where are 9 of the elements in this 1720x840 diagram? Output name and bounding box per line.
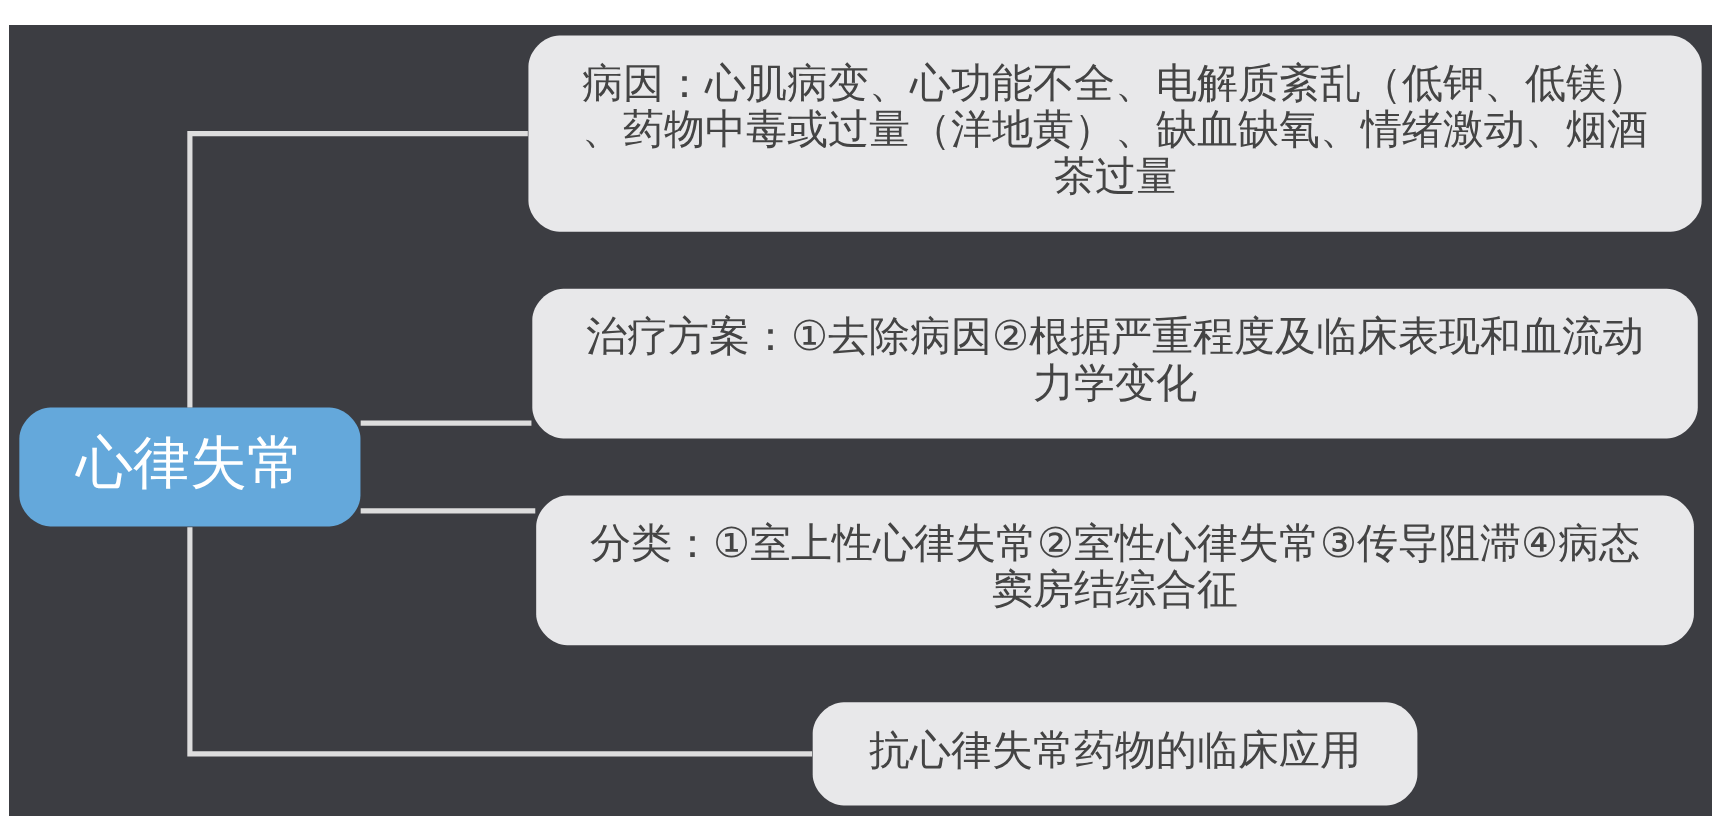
node-box: 病因：心肌病变、心功能不全、电解质紊乱（低钾、低镁）、药物中毒或过量（洋地黄）、缺血缺氧、情绪激动、烟酒茶过量 — [527, 34, 1702, 232]
connector — [360, 420, 531, 426]
node-box: 治疗方案：①去除病因②根据严重程度及临床表现和血流动力学变化 — [531, 288, 1698, 439]
connector — [186, 130, 528, 407]
node-box: 分类：①室上性心律失常②室性心律失常③传导阻滞④病态窦房结综合征 — [535, 494, 1694, 645]
connector — [360, 507, 535, 514]
connector — [186, 526, 812, 756]
node-box: 抗心律失常药物的临床应用 — [812, 701, 1417, 806]
node-box: 心律失常 — [18, 407, 360, 526]
